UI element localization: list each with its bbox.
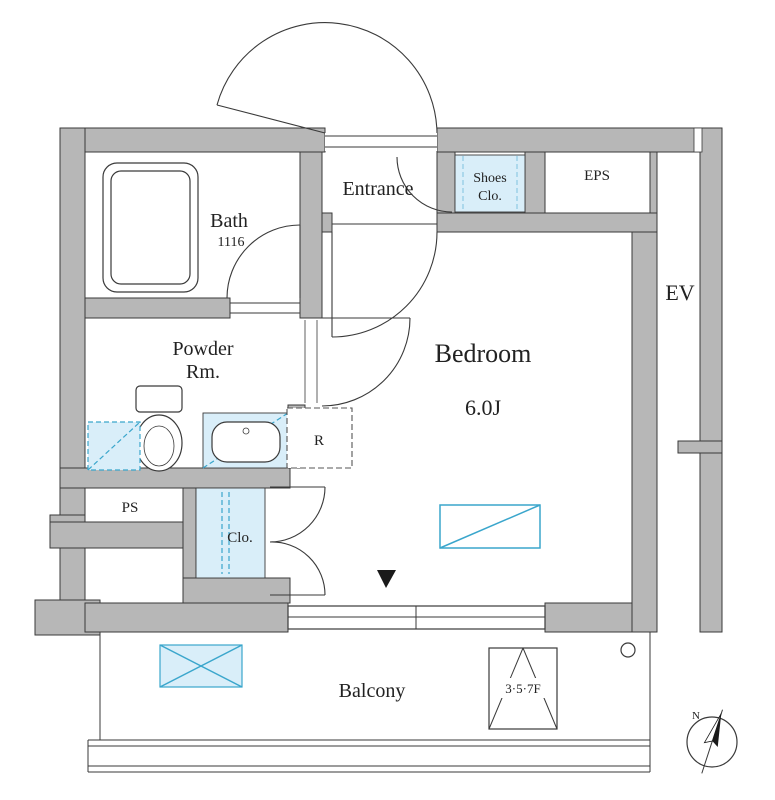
front-door-leaf: [216, 104, 326, 134]
wall-left: [59, 127, 86, 636]
fixtures: [87, 154, 541, 588]
wall-building-right-lower: [699, 452, 723, 633]
wall-powder-bottom: [59, 467, 291, 489]
balcony-label: Balcony: [339, 680, 406, 702]
door-swings: [216, 22, 453, 596]
washing-machine-diagonal: [87, 421, 141, 471]
compass-needle-dark-half: [712, 713, 722, 748]
powder-room-label-line2: Rm.: [186, 361, 220, 383]
floor-levels-label-bg: [493, 678, 553, 698]
compass: [686, 709, 738, 774]
compass-north-label: N: [692, 710, 700, 722]
wall-shoes-eps-divider: [524, 151, 546, 214]
wall-top-expansion-joint: [693, 127, 703, 153]
front-door-arc: [216, 22, 438, 134]
eps-label: EPS: [584, 168, 610, 184]
labels: Entrance Shoes Clo. EPS EV Bath 1116 Pow…: [122, 168, 700, 722]
wall-hall-stub: [321, 212, 333, 233]
refrigerator-space-box: [286, 407, 353, 469]
entrance-label: Entrance: [342, 178, 413, 200]
wall-bath-right: [299, 151, 323, 319]
refrigerator-space-label: R: [314, 433, 324, 449]
walls: [34, 127, 723, 636]
wall-right-joint-stub: [677, 440, 723, 454]
shoes-closet-label-line2: Clo.: [478, 189, 502, 204]
bedroom-size-label: 6.0J: [465, 395, 502, 420]
closet-label: Clo.: [227, 530, 252, 546]
pipe-space-label: PS: [122, 500, 139, 516]
bedroom-marker-box: [439, 504, 541, 549]
bath-door-arc: [226, 224, 301, 299]
wall-entrance-shoes-divider: [436, 151, 456, 214]
openings: [230, 133, 546, 630]
wall-ps-bottom: [49, 521, 197, 549]
toilet-tank: [135, 385, 183, 413]
entry-direction-triangle-icon: [377, 570, 396, 588]
wall-eps-bottom: [436, 212, 658, 233]
wall-south-left: [84, 602, 289, 633]
bath-size-label: 1116: [218, 235, 245, 250]
wall-building-right-upper: [699, 127, 723, 442]
toilet-seat: [143, 425, 175, 467]
wash-basin-faucet: [242, 427, 250, 435]
bathtub-inner: [110, 170, 191, 285]
wall-closet-bottom: [182, 577, 291, 604]
closet-door-arc-bottom: [269, 541, 326, 596]
toilet-bowl: [135, 414, 183, 472]
balcony-equipment-x2: [159, 644, 243, 688]
balcony-area: [87, 632, 651, 773]
entrance-inner-door-arc: [396, 156, 453, 213]
bedroom-door-arc: [331, 231, 438, 338]
wall-top-right: [436, 127, 723, 153]
compass-needle-light-half: [703, 713, 722, 744]
bedroom-label: Bedroom: [435, 339, 532, 368]
powder-room-label-line1: Powder: [172, 338, 233, 360]
floor-levels-label: 3·5·7F: [505, 681, 540, 696]
shoes-closet-box: [454, 154, 526, 213]
drain-icon: [620, 642, 636, 658]
bedroom-marker-diagonal: [439, 504, 541, 549]
wall-top-left: [59, 127, 326, 153]
wash-basin-bowl: [211, 421, 281, 463]
bath-label: Bath: [210, 210, 248, 232]
wall-bath-bottom: [84, 297, 231, 319]
wall-eps-right: [649, 151, 658, 214]
shoes-closet-label-line1: Shoes: [473, 171, 506, 186]
wall-unit-right: [631, 231, 658, 633]
closet-box: [195, 487, 266, 579]
closet-door-arc-top: [269, 486, 326, 543]
compass-needle-icon: [701, 709, 723, 774]
powder-door-arc: [321, 317, 411, 407]
elevator-label: EV: [665, 280, 694, 305]
